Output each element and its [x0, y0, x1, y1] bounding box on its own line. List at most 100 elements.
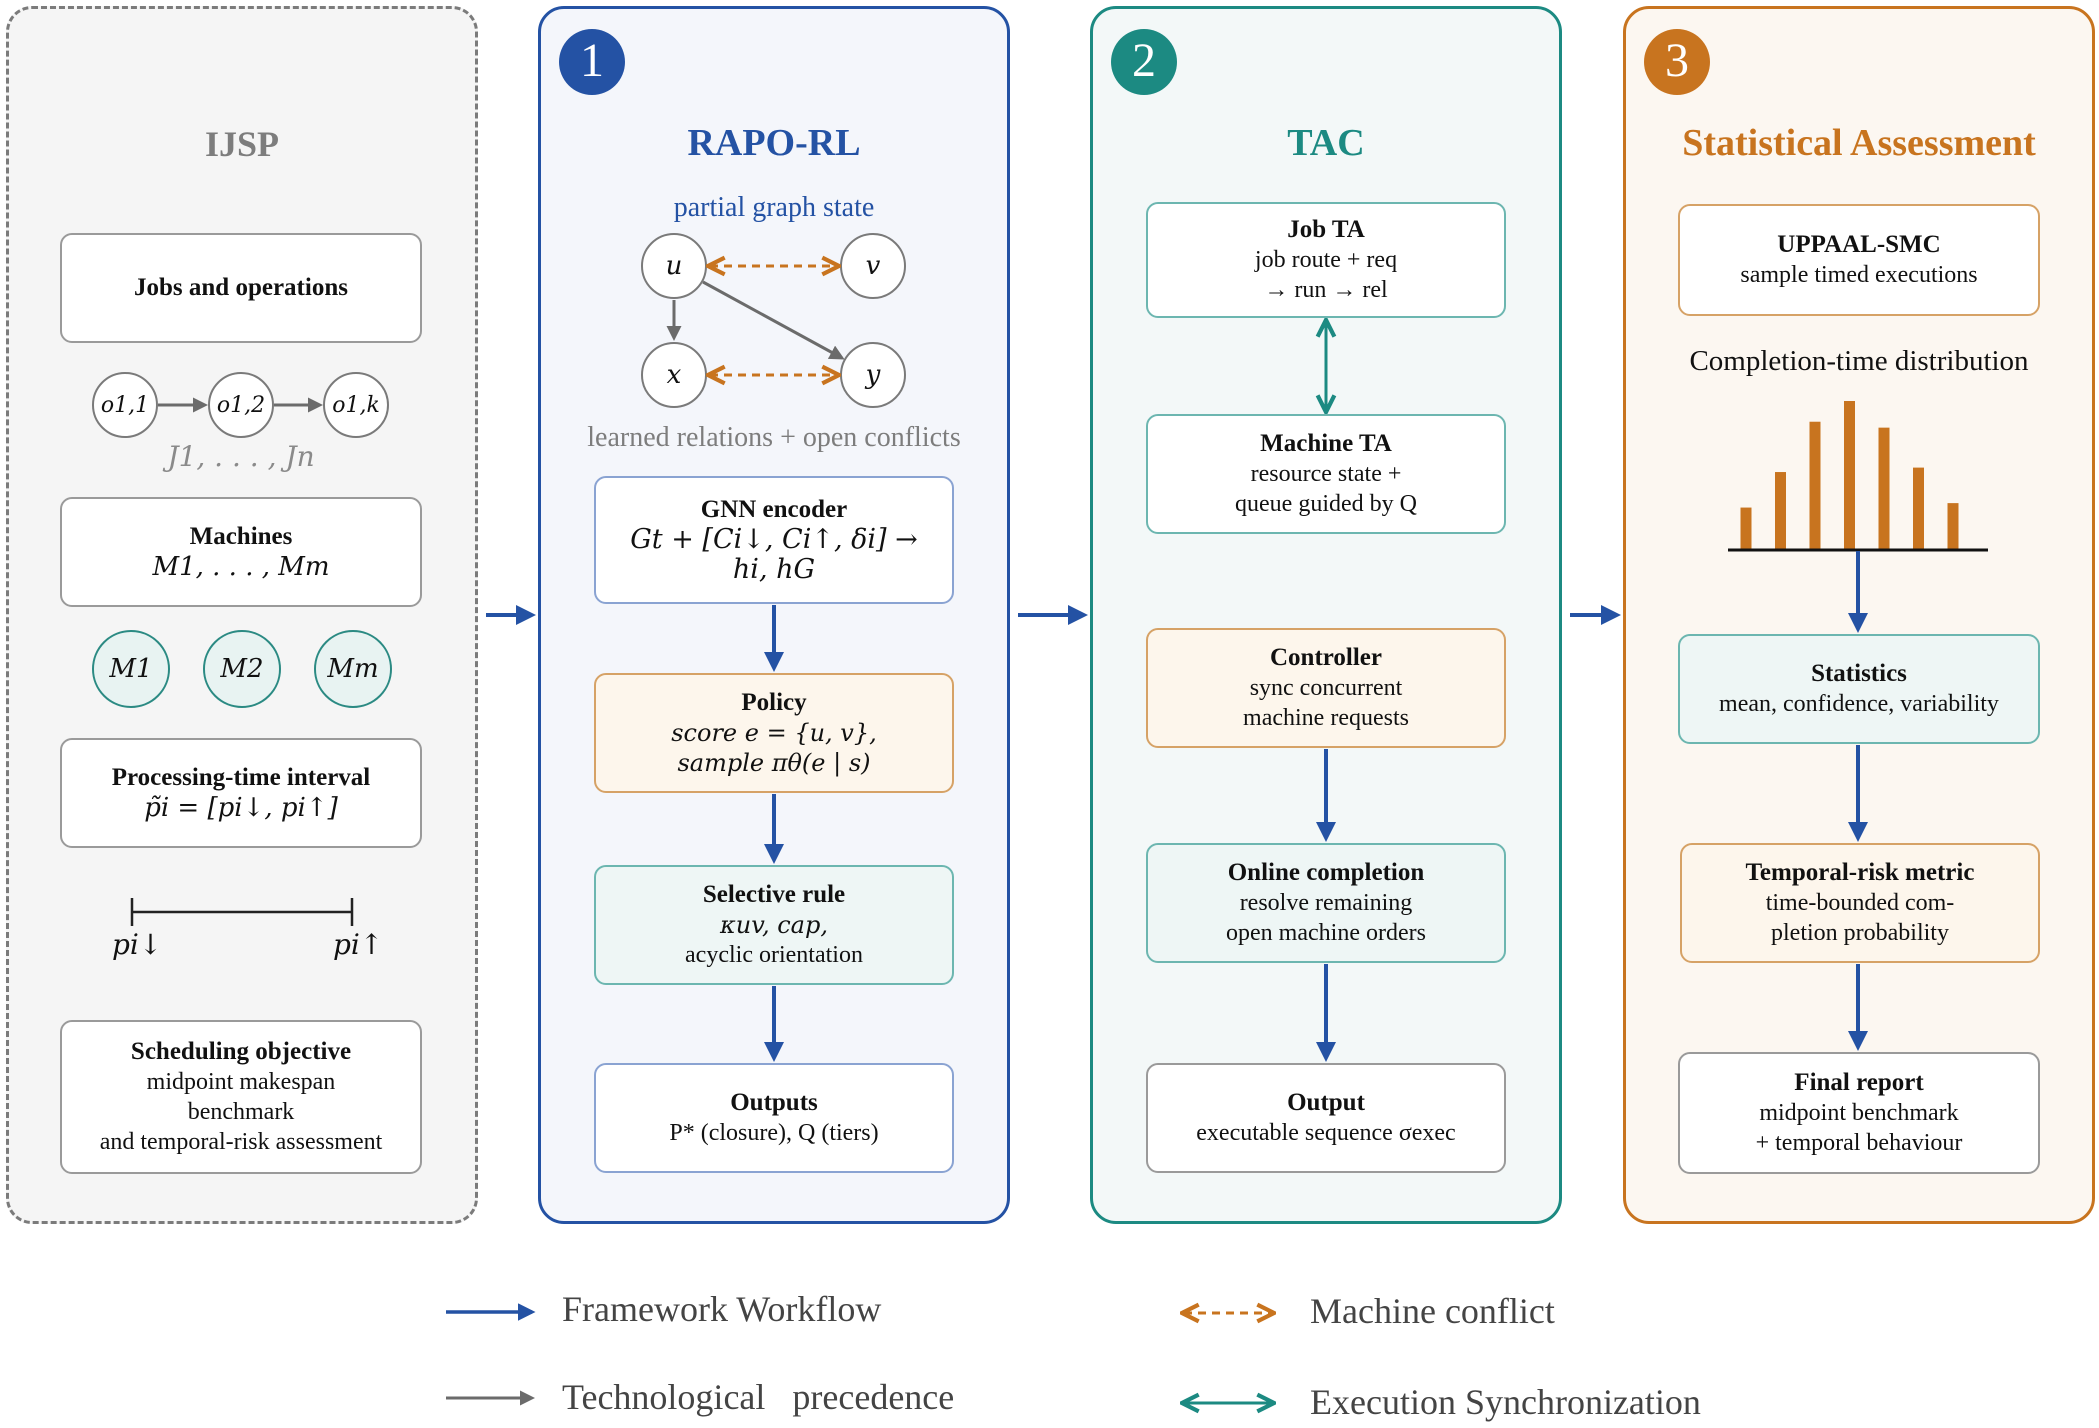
- op-node-2-label: o1,2: [216, 392, 266, 418]
- objective-title: Scheduling objective: [130, 1038, 352, 1065]
- tac-output-box: Output executable sequence σexec: [1146, 1063, 1506, 1173]
- processing-time-formula: p̃i = [pi↓, pi↑]: [144, 793, 338, 823]
- statistics-box: Statistics mean, confidence, variability: [1678, 634, 2040, 744]
- online-completion-line-2: open machine orders: [1226, 920, 1426, 946]
- histogram-bar: [1878, 427, 1890, 549]
- processing-time-title: Processing-time interval: [111, 764, 371, 791]
- online-completion-line-1: resolve remaining: [1239, 890, 1413, 916]
- machine-node-1-label: M1: [109, 654, 153, 684]
- jobs-range: J1, . . . , Jn: [167, 440, 315, 473]
- gnn-encoder-box: GNN encoder Gt + [Ci↓, Ci↑, δi] → hi, hG: [594, 476, 954, 604]
- histogram-bar: [1947, 503, 1959, 549]
- graph-node-y: y: [840, 342, 906, 408]
- tac-output-title: Output: [1287, 1089, 1365, 1116]
- objective-line-1: midpoint makespan: [146, 1069, 336, 1095]
- rapo-outputs-line: P* (closure), Q (tiers): [669, 1120, 879, 1146]
- job-ta-box: Job TA job route + req → run → rel: [1146, 202, 1506, 318]
- stat-number-badge: 3: [1644, 29, 1710, 95]
- policy-line-2: sample πθ(e | s): [677, 749, 871, 777]
- selective-rule-title: Selective rule: [702, 881, 846, 908]
- objective-line-2: benchmark: [187, 1099, 295, 1125]
- jobs-title: Jobs and operations: [134, 274, 348, 301]
- rapo-title: RAPO-RL: [687, 122, 861, 164]
- uppaal-title: UPPAAL-SMC: [1777, 231, 1941, 258]
- histogram-bar: [1775, 472, 1786, 549]
- job-ta-line-1: job route + req: [1254, 247, 1398, 273]
- machines-box: Machines M1, . . . , Mm: [60, 497, 422, 607]
- machine-node-2: M2: [203, 630, 281, 708]
- legend-precedence-label: Technological precedence: [562, 1377, 955, 1417]
- op-node-k: o1,k: [323, 372, 389, 438]
- interval-high-label: pi↑: [333, 928, 384, 961]
- temporal-risk-line-1: time-bounded com-: [1765, 890, 1955, 916]
- machines-title: Machines: [189, 523, 293, 550]
- completion-histogram: [1740, 401, 1959, 549]
- uppaal-line: sample timed executions: [1740, 262, 1978, 288]
- job-ta-line-2: → run → rel: [1264, 277, 1388, 303]
- gnn-encoder-line-2: hi, hG: [732, 554, 816, 585]
- graph-node-v-label: v: [865, 251, 881, 281]
- machine-ta-line-1: resource state +: [1250, 461, 1402, 487]
- job-ta-title: Job TA: [1287, 216, 1365, 243]
- graph-node-u-label: u: [665, 251, 683, 281]
- policy-line-1: score e = {u, v},: [671, 719, 877, 747]
- graph-caption: learned relations + open conflicts: [587, 422, 961, 453]
- controller-line-1: sync concurrent: [1249, 675, 1403, 701]
- legend-sync-label: Execution Synchronization: [1310, 1382, 1701, 1422]
- final-report-line-2: + temporal behaviour: [1755, 1130, 1963, 1156]
- jobs-box: Jobs and operations: [60, 233, 422, 343]
- objective-line-3: and temporal-risk assessment: [99, 1129, 383, 1155]
- graph-title: partial graph state: [673, 192, 875, 223]
- graph-node-y-label: y: [865, 360, 881, 390]
- machine-ta-title: Machine TA: [1260, 430, 1392, 457]
- selective-rule-line-1: κuv, cap,: [720, 911, 828, 939]
- gnn-encoder-title: GNN encoder: [700, 496, 848, 523]
- histogram-bar: [1913, 467, 1924, 549]
- selective-rule-box: Selective rule κuv, cap, acyclic orienta…: [594, 865, 954, 985]
- graph-node-u: u: [641, 233, 707, 299]
- online-completion-box: Online completion resolve remaining open…: [1146, 843, 1506, 963]
- tac-number-badge: 2: [1111, 29, 1177, 95]
- policy-box: Policy score e = {u, v}, sample πθ(e | s…: [594, 673, 954, 793]
- histogram-bar: [1809, 421, 1821, 549]
- op-node-1-label: o1,1: [100, 392, 150, 418]
- controller-title: Controller: [1269, 644, 1382, 671]
- graph-edge-uy: [702, 280, 845, 360]
- op-node-2: o1,2: [208, 372, 274, 438]
- statistics-title: Statistics: [1811, 660, 1907, 687]
- op-node-1: o1,1: [92, 372, 158, 438]
- final-report-box: Final report midpoint benchmark + tempor…: [1678, 1052, 2040, 1174]
- op-node-k-label: o1,k: [332, 392, 380, 418]
- online-completion-title: Online completion: [1227, 859, 1425, 886]
- final-report-title: Final report: [1794, 1069, 1924, 1096]
- machine-ta-box: Machine TA resource state + queue guided…: [1146, 414, 1506, 534]
- rapo-number-badge: 1: [559, 29, 625, 95]
- controller-box: Controller sync concurrent machine reque…: [1146, 628, 1506, 748]
- interval-low-label: pi↓: [112, 928, 163, 961]
- processing-time-box: Processing-time interval p̃i = [pi↓, pi↑…: [60, 738, 422, 848]
- tac-title: TAC: [1287, 122, 1365, 164]
- machines-range: M1, . . . , Mm: [152, 552, 330, 582]
- distribution-title: Completion-time distribution: [1689, 345, 2029, 377]
- histogram-bar: [1740, 507, 1752, 549]
- graph-node-v: v: [840, 233, 906, 299]
- tac-output-line: executable sequence σexec: [1196, 1120, 1456, 1146]
- graph-node-x-label: x: [666, 360, 682, 390]
- uppaal-box: UPPAAL-SMC sample timed executions: [1678, 204, 2040, 316]
- legend-conflict-label: Machine conflict: [1310, 1291, 1555, 1331]
- temporal-risk-title: Temporal-risk metric: [1745, 859, 1975, 886]
- statistics-line: mean, confidence, variability: [1719, 691, 1999, 717]
- temporal-risk-box: Temporal-risk metric time-bounded com- p…: [1680, 843, 2040, 963]
- objective-box: Scheduling objective midpoint makespan b…: [60, 1020, 422, 1174]
- policy-title: Policy: [741, 689, 807, 716]
- final-report-line-1: midpoint benchmark: [1759, 1100, 1959, 1126]
- stat-title: Statistical Assessment: [1682, 122, 2036, 164]
- machine-node-m-label: Mm: [327, 654, 379, 684]
- rapo-outputs-box: Outputs P* (closure), Q (tiers): [594, 1063, 954, 1173]
- machine-node-1: M1: [92, 630, 170, 708]
- machine-node-2-label: M2: [220, 654, 264, 684]
- legend-workflow-label: Framework Workflow: [562, 1289, 882, 1329]
- histogram-bar: [1844, 401, 1855, 549]
- machine-ta-line-2: queue guided by Q: [1235, 491, 1417, 517]
